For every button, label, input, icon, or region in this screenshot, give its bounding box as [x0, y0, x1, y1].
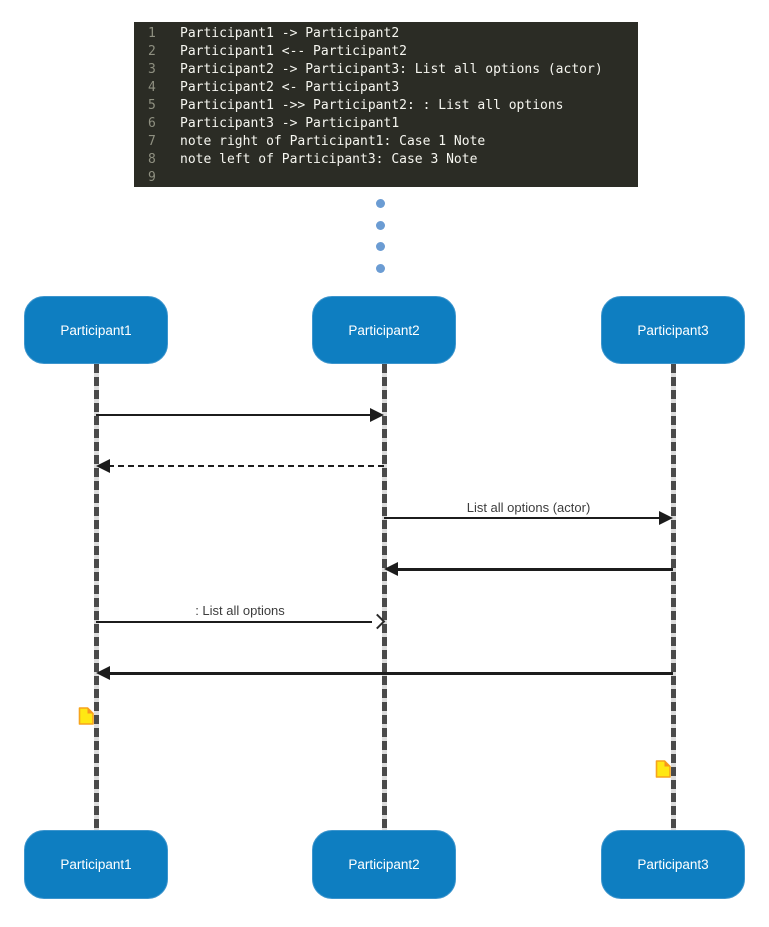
- arrow-line: [384, 517, 661, 519]
- code-line: 3 Participant2 -> Participant3: List all …: [134, 61, 638, 79]
- participant-box-participant1: Participant1: [24, 830, 168, 899]
- filled-arrowhead-icon: [96, 666, 110, 680]
- participant-box-participant1: Participant1: [24, 296, 168, 364]
- code-line: 2 Participant1 <-- Participant2: [134, 43, 638, 61]
- ellipsis-dot: [376, 264, 385, 273]
- code-line: 9: [134, 169, 638, 187]
- code-line: 7 note right of Participant1: Case 1 Note: [134, 133, 638, 151]
- code-text: Participant2 -> Participant3: List all o…: [180, 62, 603, 77]
- participant-box-participant2: Participant2: [312, 296, 456, 364]
- participant-label: Participant2: [348, 322, 420, 338]
- message-label: : List all options: [195, 603, 285, 618]
- line-number: 8: [148, 152, 156, 167]
- code-text: Participant1 <-- Participant2: [180, 44, 407, 59]
- arrow-line: [96, 414, 372, 416]
- line-number: 2: [148, 44, 156, 59]
- note-icon: [78, 707, 94, 730]
- participant-label: Participant3: [637, 322, 709, 338]
- participant-label: Participant3: [637, 857, 709, 872]
- arrow-line: [396, 567, 673, 571]
- participant-box-participant2: Participant2: [312, 830, 456, 899]
- line-number: 9: [148, 170, 156, 185]
- participant-label: Participant1: [60, 857, 132, 872]
- arrow-line: [108, 671, 673, 675]
- lifeline-participant1: [94, 364, 99, 830]
- filled-arrowhead-icon: [659, 511, 673, 525]
- arrow-line: [96, 621, 372, 623]
- ellipsis-dot: [376, 199, 385, 208]
- arrow-line: [108, 465, 384, 467]
- filled-arrowhead-icon: [96, 459, 110, 473]
- code-text: Participant2 <- Participant3: [180, 80, 400, 95]
- code-line: 5 Participant1 ->> Participant2: : List a…: [134, 97, 638, 115]
- lifeline-participant3: [671, 364, 676, 830]
- code-text: Participant1 -> Participant2: [180, 26, 400, 41]
- code-text: note right of Participant1: Case 1 Note: [180, 134, 486, 149]
- filled-arrowhead-icon: [384, 562, 398, 576]
- line-number: 5: [148, 98, 156, 113]
- message-label: List all options (actor): [466, 500, 591, 515]
- code-text: Participant1 ->> Participant2: : List al…: [180, 98, 564, 113]
- participant-box-participant3: Participant3: [601, 830, 745, 899]
- participant-label: Participant1: [60, 322, 132, 338]
- code-text: note left of Participant3: Case 3 Note: [180, 152, 478, 167]
- line-number: 7: [148, 134, 156, 149]
- code-line: 6 Participant3 -> Participant1: [134, 115, 638, 133]
- line-number: 6: [148, 116, 156, 131]
- lifeline-participant2: [382, 364, 387, 830]
- code-line: 8 note left of Participant3: Case 3 Note: [134, 151, 638, 169]
- code-line: 1 Participant1 -> Participant2: [134, 25, 638, 43]
- code-line: 4 Participant2 <- Participant3: [134, 79, 638, 97]
- participant-box-participant3: Participant3: [601, 296, 745, 364]
- note-icon: [655, 760, 671, 783]
- line-number: 4: [148, 80, 156, 95]
- ellipsis-dot: [376, 242, 385, 251]
- code-text: Participant3 -> Participant1: [180, 116, 400, 131]
- participant-label: Participant2: [348, 857, 420, 872]
- ellipsis-dot: [376, 221, 385, 230]
- line-number: 1: [148, 26, 156, 41]
- filled-arrowhead-icon: [370, 408, 384, 422]
- line-number: 3: [148, 62, 156, 77]
